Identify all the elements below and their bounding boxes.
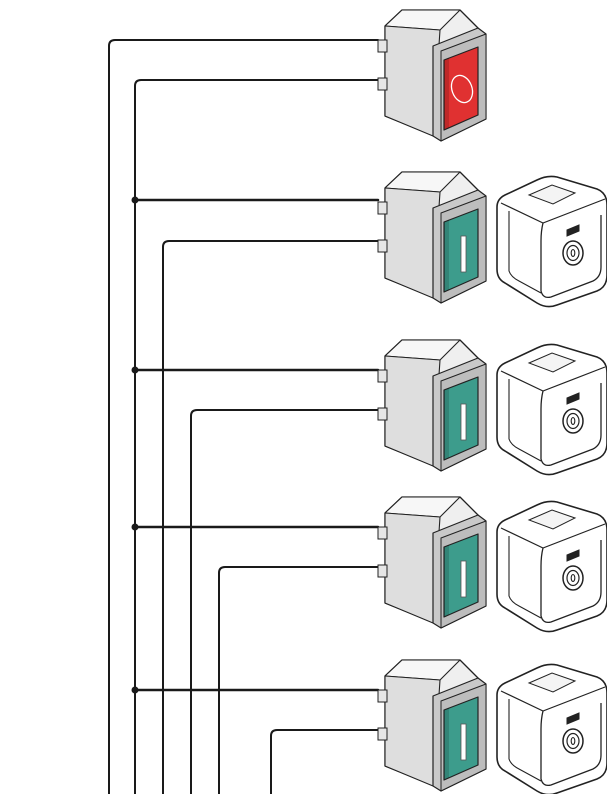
- stop-push-button-cap: [443, 46, 479, 131]
- junction-dot-2: [131, 366, 139, 374]
- start-station-4-terminal-2: [377, 727, 388, 741]
- key-switch-1-key-cylinder-inner: [566, 244, 580, 262]
- key-switch-1: [496, 175, 607, 308]
- stop-push-button-cap-shade: [444, 58, 449, 130]
- wires-layer: [108, 39, 380, 794]
- start-station-2-side-face: [384, 355, 441, 467]
- stop-push-button-side-face: [384, 25, 441, 137]
- key-switch-4-side-rim: [508, 699, 542, 782]
- start-station-2-terminal-2: [377, 407, 388, 421]
- key-switch-3-keyhole-icon: [570, 573, 576, 583]
- key-switch-4-keyhole-icon: [570, 736, 576, 746]
- wire-stop-feed: [108, 39, 379, 794]
- key-switch-2-key-cylinder-inner: [566, 412, 580, 430]
- start-station-2: [377, 339, 487, 472]
- start-station-3-cap-shade: [444, 545, 449, 617]
- key-switch-3-lid: [527, 509, 577, 530]
- key-switch-4-front-face: [540, 703, 602, 787]
- start-station-2-cap-shade: [444, 388, 449, 460]
- key-switch-4-key-cylinder-inner: [566, 732, 580, 750]
- key-switch-1-label-plate: [566, 224, 580, 237]
- start-station-1-terminal-2: [377, 239, 388, 253]
- start-station-4-terminal-1: [377, 689, 388, 703]
- start-station-1-symbol-i: [460, 235, 467, 273]
- wire-start-2: [190, 409, 379, 794]
- key-switch-4: [496, 663, 607, 794]
- key-switch-2-keyhole-icon: [570, 416, 576, 426]
- start-station-4-side-face: [384, 675, 441, 787]
- key-switch-3-key-cylinder-inner: [566, 569, 580, 587]
- key-switch-1-front-face: [540, 215, 602, 299]
- key-switch-3: [496, 500, 607, 633]
- start-station-2-symbol-i: [460, 403, 467, 441]
- stop-push-button-terminal-2: [377, 77, 388, 91]
- start-station-3-terminal-1: [377, 526, 388, 540]
- key-switch-1-keyhole-icon: [570, 248, 576, 258]
- key-switch-3-side-rim: [508, 536, 542, 619]
- stop-push-button-terminal-1: [377, 39, 388, 53]
- key-switch-3-front-face: [540, 540, 602, 624]
- key-switch-1-lid: [527, 184, 577, 205]
- junction-dot-3: [131, 523, 139, 531]
- key-switch-2-label-plate: [566, 392, 580, 405]
- devices-layer: [377, 9, 607, 794]
- key-switch-3-label-plate: [566, 549, 580, 562]
- start-station-3-terminal-2: [377, 564, 388, 578]
- wire-start-3: [218, 566, 379, 794]
- wire-start-4: [270, 729, 379, 794]
- stop-push-button: [377, 9, 487, 142]
- start-station-4: [377, 659, 487, 792]
- key-switch-2-front-face: [540, 383, 602, 467]
- start-station-2-terminal-1: [377, 369, 388, 383]
- start-station-1-terminal-1: [377, 201, 388, 215]
- start-station-1-cap-shade: [444, 220, 449, 292]
- start-station-3: [377, 496, 487, 629]
- key-switch-2: [496, 343, 607, 476]
- start-station-4-symbol-i: [460, 723, 467, 761]
- key-switch-2-side-rim: [508, 379, 542, 462]
- start-station-3-side-face: [384, 512, 441, 624]
- key-switch-4-lid: [527, 672, 577, 693]
- key-switch-1-side-rim: [508, 211, 542, 294]
- wire-start-1: [162, 240, 379, 794]
- start-station-1-side-face: [384, 187, 441, 299]
- key-switch-2-lid: [527, 352, 577, 373]
- key-switch-4-label-plate: [566, 712, 580, 725]
- start-station-1: [377, 171, 487, 304]
- junction-dot-4: [131, 686, 139, 694]
- start-station-4-cap-shade: [444, 708, 449, 780]
- junction-dot-1: [131, 196, 139, 204]
- wire-stop-return: [134, 79, 379, 794]
- start-station-3-symbol-i: [460, 560, 467, 598]
- stop-push-button-symbol-o: [450, 74, 474, 104]
